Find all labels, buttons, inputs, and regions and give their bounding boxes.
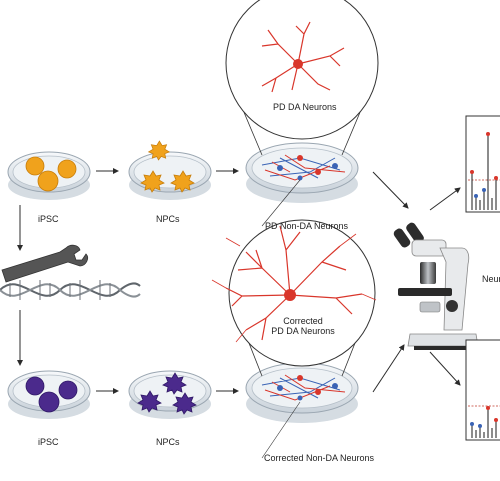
neuron-network-top [261,154,346,181]
zoom-circle-bottom [228,219,376,367]
neuron-network-bottom [261,374,346,401]
ipsc-label-bottom: iPSC [38,437,59,447]
corrected-pd-da-label: PD DA Neurons [271,326,335,336]
petri-dish-icon [245,362,359,423]
dna-helix-icon [0,280,141,300]
ipsc-label-top: iPSC [38,214,59,224]
ipsc-colonies-top [25,156,77,192]
leader-line [261,179,301,227]
pd-non-da-neurons-label: PD Non-DA Neurons [265,221,349,231]
ipsc-colonies-bottom [25,376,78,413]
npc-clusters-bottom [137,372,197,415]
arrow [429,351,461,386]
corrected-non-da-label: Corrected Non-DA Neurons [264,453,375,463]
microscope-icon [393,222,479,350]
da-neuron-icon [261,21,345,93]
pd-da-neurons-label: PD DA Neurons [273,102,337,112]
spectrum-chart-icon [465,339,500,441]
arrow [372,171,409,209]
npcs-label-bottom: NPCs [156,437,180,447]
zoom-circle-top [225,0,379,140]
arrow [372,344,405,393]
spectrum-chart-icon [465,115,500,213]
neurons-partial-label: Neur [482,274,500,284]
npc-clusters-top [140,140,195,193]
petri-dish-icon [245,142,359,203]
leader-line [261,401,301,459]
wrench-icon [1,244,88,283]
arrow [429,187,461,211]
corrected-label: Corrected [283,316,323,326]
npcs-label-top: NPCs [156,214,180,224]
corrected-neuron-icon [211,225,377,343]
petri-dish-icon [128,151,212,200]
